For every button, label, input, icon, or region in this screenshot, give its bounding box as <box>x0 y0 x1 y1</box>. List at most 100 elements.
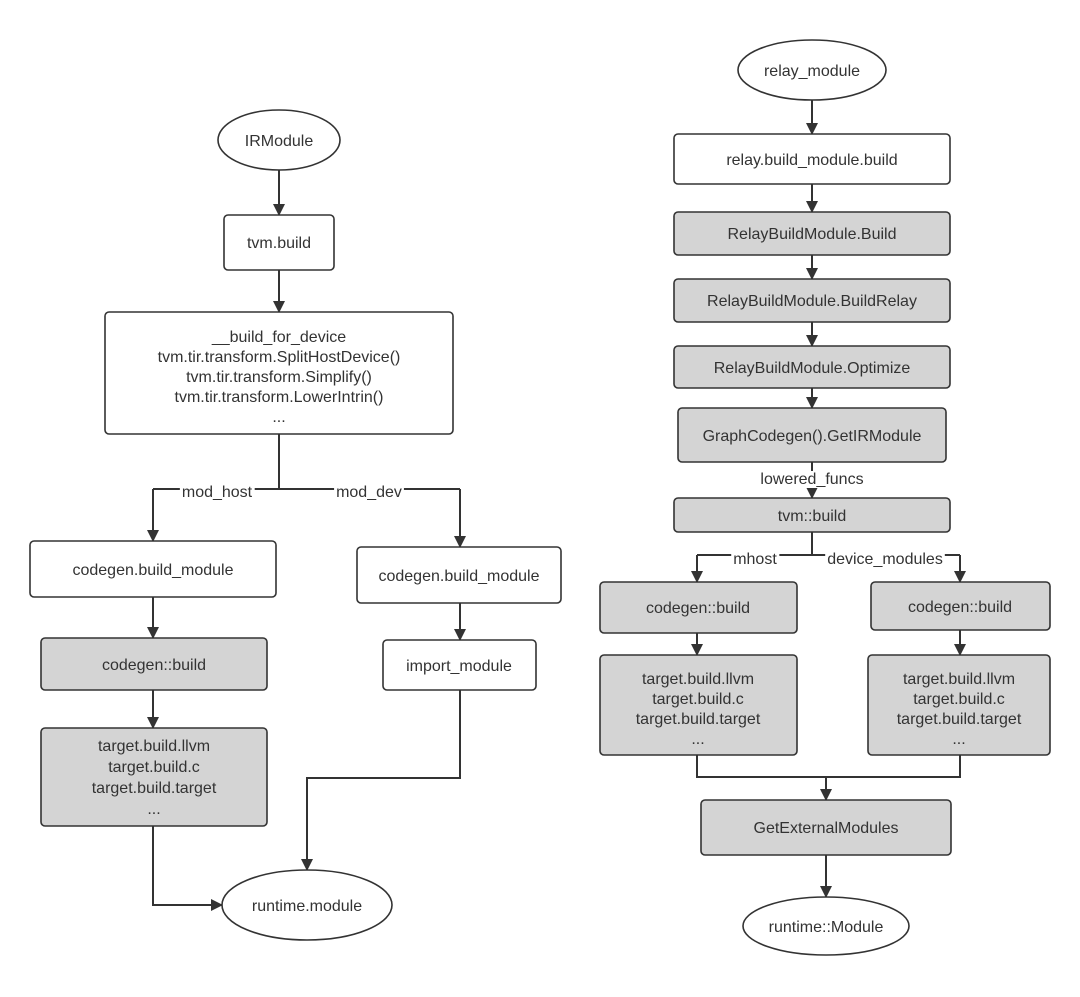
edge-label-background <box>825 551 945 568</box>
node-relay-build-module-optimize-label: RelayBuildModule.Optimize <box>714 360 911 377</box>
node-relay-build-label: relay.build_module.build <box>726 152 897 169</box>
node-build-for-device-line: tvm.tir.transform.SplitHostDevice() <box>158 349 401 366</box>
node-dev-targets-line: target.build.c <box>913 691 1005 708</box>
edge-label-mod-dev: mod_dev <box>334 484 404 501</box>
node-build-for-device-line: ... <box>272 409 285 426</box>
node-host-codegen-build-label: codegen::build <box>646 600 750 617</box>
node-targets: target.build.llvm target.build.c target.… <box>40 727 268 827</box>
edge-label-mhost: mhost <box>731 551 780 568</box>
node-host-targets-line: target.build.llvm <box>642 671 754 688</box>
node-relay-build-module-build: RelayBuildModule.Build <box>673 211 951 256</box>
edge-targets-to-runtime-module <box>152 826 223 911</box>
node-dev-codegen-build-shape <box>870 581 1051 631</box>
edge-label-mod-dev-text: mod_dev <box>336 484 402 501</box>
node-get-external-modules-label: GetExternalModules <box>754 820 899 837</box>
node-build-for-device: __build_for_device tvm.tir.transform.Spl… <box>104 311 454 435</box>
node-graph-codegen-get-ir-module-shape <box>677 407 947 463</box>
node-host-targets: target.build.llvm target.build.c target.… <box>599 654 798 756</box>
edge-label-lowered-funcs: lowered_funcs <box>758 471 866 488</box>
edge-label-background <box>758 471 866 488</box>
edge-label-background <box>334 484 404 501</box>
node-graph-codegen-get-ir-module: GraphCodegen().GetIRModule <box>677 407 947 463</box>
node-host-codegen-build-module-shape <box>29 540 277 598</box>
node-dev-targets-shape <box>867 654 1051 756</box>
node-runtime-module-cpp-shape <box>742 896 910 956</box>
node-relay-build-module-build-label: RelayBuildModule.Build <box>728 226 897 243</box>
node-dev-codegen-build: codegen::build <box>870 581 1051 631</box>
node-dev-targets-line: target.build.llvm <box>903 671 1015 688</box>
node-host-codegen-build: codegen::build <box>599 581 798 634</box>
node-dev-targets: target.build.llvm target.build.c target.… <box>867 654 1051 756</box>
node-get-external-modules: GetExternalModules <box>700 799 952 856</box>
edge-label-background <box>179 484 255 501</box>
node-targets-line: target.build.target <box>92 780 217 797</box>
node-runtime-module-shape <box>221 869 393 941</box>
node-host-targets-line: target.build.c <box>652 691 744 708</box>
node-tvm-build-cpp-label: tvm::build <box>778 508 846 525</box>
edge-label-device-modules: device_modules <box>825 551 945 568</box>
node-host-targets-line: target.build.target <box>636 711 761 728</box>
node-relay-build-module-build-relay-label: RelayBuildModule.BuildRelay <box>707 293 917 310</box>
node-codegen-build-label: codegen::build <box>102 657 206 674</box>
node-irmodule-shape <box>217 109 341 171</box>
edge-import-module-to-runtime-module <box>301 690 461 871</box>
node-build-for-device-line: __build_for_device <box>211 329 346 346</box>
node-codegen-build: codegen::build <box>40 637 268 691</box>
node-targets-line: ... <box>147 801 160 818</box>
node-codegen-build-shape <box>40 637 268 691</box>
node-runtime-module-cpp: runtime::Module <box>742 896 910 956</box>
node-host-codegen-build-shape <box>599 581 798 634</box>
node-host-codegen-build-module-label: codegen.build_module <box>72 562 233 579</box>
node-targets-shape <box>40 727 268 827</box>
node-targets-line: target.build.llvm <box>98 738 210 755</box>
edge-label-mod-host-text: mod_host <box>182 484 253 501</box>
node-graph-codegen-get-ir-module-label: GraphCodegen().GetIRModule <box>703 428 922 445</box>
node-host-targets-shape <box>599 654 798 756</box>
node-tvm-build: tvm.build <box>223 214 335 271</box>
node-tvm-build-shape <box>223 214 335 271</box>
node-relay-build-module-optimize: RelayBuildModule.Optimize <box>673 345 951 389</box>
node-relay-build-module-build-relay: RelayBuildModule.BuildRelay <box>673 278 951 323</box>
node-relay-build-module-build-shape <box>673 211 951 256</box>
node-build-for-device-line: tvm.tir.transform.LowerIntrin() <box>175 389 384 406</box>
node-import-module-label: import_module <box>406 658 512 675</box>
node-relay-build-module-optimize-shape <box>673 345 951 389</box>
node-relay-module-shape <box>737 39 887 101</box>
node-runtime-module-cpp-label: runtime::Module <box>769 919 884 936</box>
node-irmodule-label: IRModule <box>245 133 314 150</box>
node-dev-codegen-build-label: codegen::build <box>908 599 1012 616</box>
node-tvm-build-cpp: tvm::build <box>673 497 951 533</box>
node-dev-targets-line: ... <box>952 731 965 748</box>
node-dev-codegen-build-module-label: codegen.build_module <box>378 568 539 585</box>
node-relay-build-module-build-relay-shape <box>673 278 951 323</box>
node-relay-module-label: relay_module <box>764 63 860 80</box>
node-targets-line: target.build.c <box>108 759 200 776</box>
edge-label-mod-host: mod_host <box>179 484 255 501</box>
right-flowchart: lowered_funcs mhost device_modules relay… <box>599 39 1051 956</box>
node-tvm-build-label: tvm.build <box>247 235 311 252</box>
edge-label-background <box>731 551 780 568</box>
edge-label-mhost-text: mhost <box>733 551 777 568</box>
node-relay-module: relay_module <box>737 39 887 101</box>
node-host-codegen-build-module: codegen.build_module <box>29 540 277 598</box>
node-dev-codegen-build-module: codegen.build_module <box>356 546 562 604</box>
node-dev-codegen-build-module-shape <box>356 546 562 604</box>
node-get-external-modules-shape <box>700 799 952 856</box>
node-host-targets-line: ... <box>691 731 704 748</box>
node-build-for-device-shape <box>104 311 454 435</box>
node-relay-build-shape <box>673 133 951 185</box>
left-flowchart: mod_host mod_dev IRModule tvm.build __bu… <box>29 109 562 941</box>
node-runtime-module: runtime.module <box>221 869 393 941</box>
edge-label-lowered-funcs-text: lowered_funcs <box>760 471 863 488</box>
node-tvm-build-cpp-shape <box>673 497 951 533</box>
node-relay-build: relay.build_module.build <box>673 133 951 185</box>
node-import-module: import_module <box>382 639 537 691</box>
edge-label-device-modules-text: device_modules <box>827 551 943 568</box>
node-irmodule: IRModule <box>217 109 341 171</box>
edge-targets-merge <box>696 755 961 778</box>
node-import-module-shape <box>382 639 537 691</box>
node-dev-targets-line: target.build.target <box>897 711 1022 728</box>
node-build-for-device-line: tvm.tir.transform.Simplify() <box>186 369 372 386</box>
node-runtime-module-label: runtime.module <box>252 898 362 915</box>
